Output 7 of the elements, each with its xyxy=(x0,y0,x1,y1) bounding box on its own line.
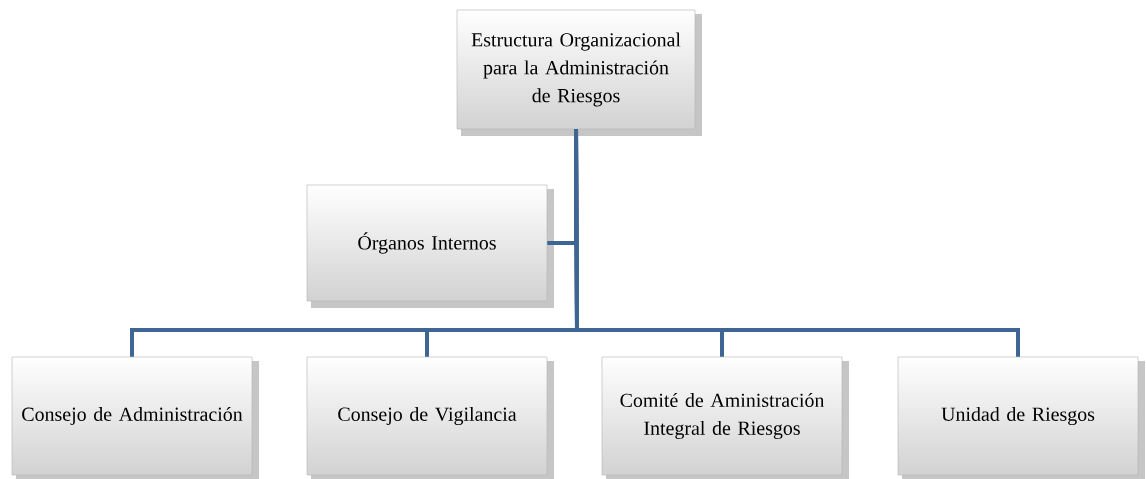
org-box: Estructura Organizacional para la Administración de Riesgos xyxy=(456,9,702,136)
org-box: Unidad de Riesgos xyxy=(897,356,1145,479)
org-box: Comité de Aministración Integral de Riesgos xyxy=(601,356,849,479)
connector-line xyxy=(574,129,1020,357)
org-box: Órganos Internos xyxy=(306,184,554,308)
org-box: Consejo de Vigilancia xyxy=(306,356,554,479)
org-box: Consejo de Administración xyxy=(11,356,259,479)
